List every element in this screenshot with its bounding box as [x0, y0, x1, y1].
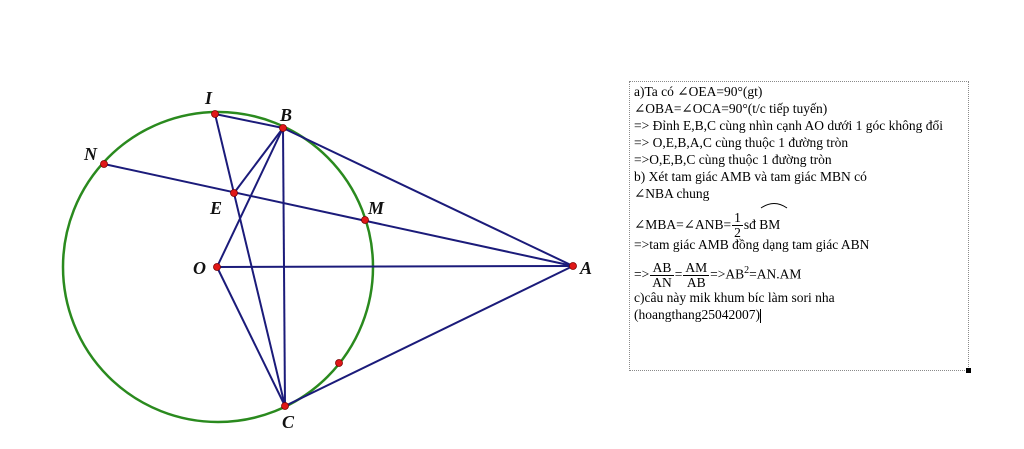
author-signature: (hoangthang25042007): [634, 307, 760, 322]
segment-ob: [216, 127, 284, 268]
segment-oa: [216, 265, 574, 268]
exponent: 2: [744, 265, 750, 276]
segment-ib: [214, 113, 284, 129]
segment-na: [103, 163, 574, 267]
label-N: N: [83, 144, 98, 164]
label-E: E: [209, 198, 222, 218]
fraction-numerator: 1: [732, 210, 743, 227]
ratio-equals: =: [674, 266, 683, 282]
segment-ic: [214, 113, 286, 407]
text-cursor: [759, 308, 761, 323]
label-C: C: [282, 412, 295, 432]
fraction-numerator: AM: [683, 259, 710, 276]
segment-ba: [282, 127, 574, 267]
solution-line: =>O,E,B,C cùng thuộc 1 đường tròn: [634, 152, 832, 167]
geometry-figure: I B N E M O A C: [61, 88, 592, 432]
point-a: [569, 262, 577, 270]
fraction-denominator: AN: [652, 274, 672, 290]
solution-line-last: (hoangthang25042007): [634, 306, 964, 323]
label-I: I: [204, 88, 213, 108]
solution-line: c)câu này mik khum bíc làm sori nha: [634, 290, 835, 305]
point-b: [279, 124, 287, 132]
ratio-conclusion: =>AB: [710, 266, 745, 282]
arc-measure-label: sđ: [743, 217, 756, 232]
solution-text-box[interactable]: a)Ta có ∠OEA=90°(gt) ∠OBA=∠OCA=90°(t/c t…: [629, 81, 971, 373]
ratio-conclusion-rest: =AN.AM: [749, 266, 802, 282]
point-o: [213, 263, 221, 271]
segment-ca: [284, 265, 574, 407]
solution-line: ∠NBA chung: [634, 186, 710, 201]
solution-line: =>tam giác AMB đồng dạng tam giác ABN: [634, 237, 870, 252]
fraction-denominator: 2: [734, 225, 741, 241]
point-unlabeled: [335, 359, 343, 367]
point-m: [361, 216, 369, 224]
point-i: [211, 110, 219, 118]
label-M: M: [367, 198, 385, 218]
arc-bm: BM: [759, 202, 788, 242]
point-c: [281, 402, 289, 410]
fraction-numerator: AB: [650, 260, 674, 276]
ratio-prefix: =>: [634, 266, 650, 282]
point-n: [100, 160, 108, 168]
label-B: B: [279, 105, 292, 125]
arc-symbol-icon: [760, 203, 788, 209]
point-e: [230, 189, 238, 197]
angle-equality-text: ∠MBA=∠ANB=: [634, 217, 732, 232]
segment-bc: [282, 127, 286, 407]
label-A: A: [579, 258, 592, 278]
solution-line: => Đỉnh E,B,C cùng nhìn cạnh AO dưới 1 g…: [634, 118, 944, 133]
segment-be: [233, 127, 284, 194]
label-O: O: [193, 258, 206, 278]
solution-line: b) Xét tam giác AMB và tam giác MBN có: [634, 169, 867, 184]
resize-handle[interactable]: [966, 368, 971, 373]
solution-line: a)Ta có ∠OEA=90°(gt): [634, 84, 763, 99]
solution-line: => O,E,B,A,C cùng thuộc 1 đường tròn: [634, 135, 849, 150]
segment-oc: [216, 266, 286, 407]
fraction-denominator: AB: [686, 274, 706, 290]
arc-name: BM: [759, 217, 781, 232]
solution-line: ∠OBA=∠OCA=90°(t/c tiếp tuyến): [634, 101, 828, 116]
